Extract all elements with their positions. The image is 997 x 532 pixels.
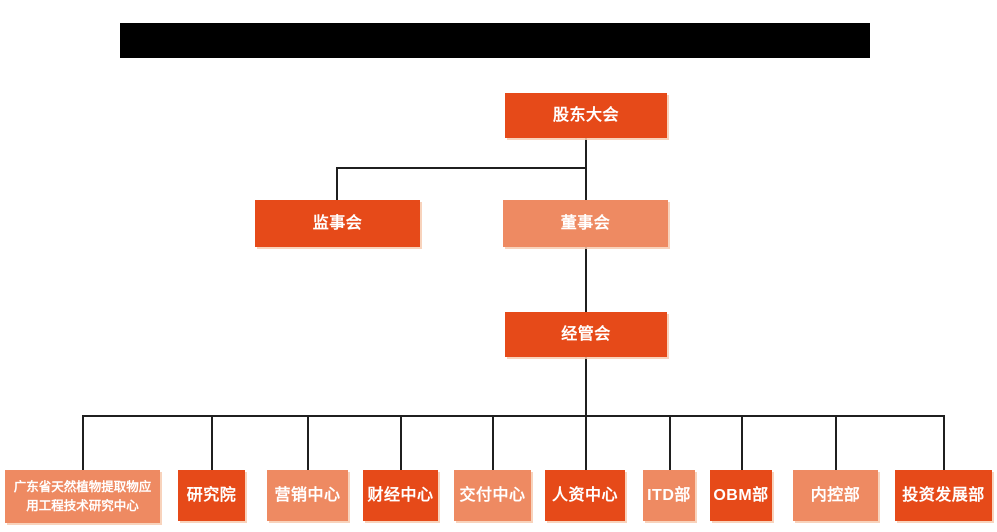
org-node-obm-department: OBM部: [710, 470, 772, 521]
redacted-title-bar: [120, 23, 870, 58]
connector-line: [492, 415, 494, 470]
org-node-hr-center: 人资中心: [545, 470, 625, 521]
connector-line: [943, 415, 945, 470]
connector-line: [585, 357, 587, 415]
org-node-research-institute: 研究院: [178, 470, 245, 521]
connector-line: [82, 415, 84, 470]
connector-line: [585, 137, 587, 200]
connector-line: [835, 415, 837, 470]
connector-line: [82, 415, 944, 417]
org-node-supervisory-board: 监事会: [255, 200, 420, 247]
connector-line: [336, 167, 338, 200]
org-node-board-of-directors: 董事会: [503, 200, 668, 247]
org-node-itd-department: ITD部: [643, 470, 695, 521]
connector-line: [211, 415, 213, 470]
org-node-marketing-center: 营销中心: [267, 470, 348, 521]
org-node-gd-plant-extract-research-center: 广东省天然植物提取物应用工程技术研究中心: [5, 470, 160, 523]
org-node-internal-control-department: 内控部: [793, 470, 878, 521]
connector-line: [669, 415, 671, 470]
connector-line: [585, 247, 587, 312]
connector-line: [307, 415, 309, 470]
connector-line: [585, 415, 587, 470]
org-node-delivery-center: 交付中心: [454, 470, 531, 521]
org-node-investment-development-department: 投资发展部: [895, 470, 992, 521]
org-node-management-committee: 经管会: [505, 312, 667, 357]
connector-line: [336, 167, 586, 169]
org-node-shareholders-meeting: 股东大会: [505, 93, 667, 138]
connector-line: [400, 415, 402, 470]
org-node-finance-center: 财经中心: [363, 470, 438, 521]
connector-line: [741, 415, 743, 470]
